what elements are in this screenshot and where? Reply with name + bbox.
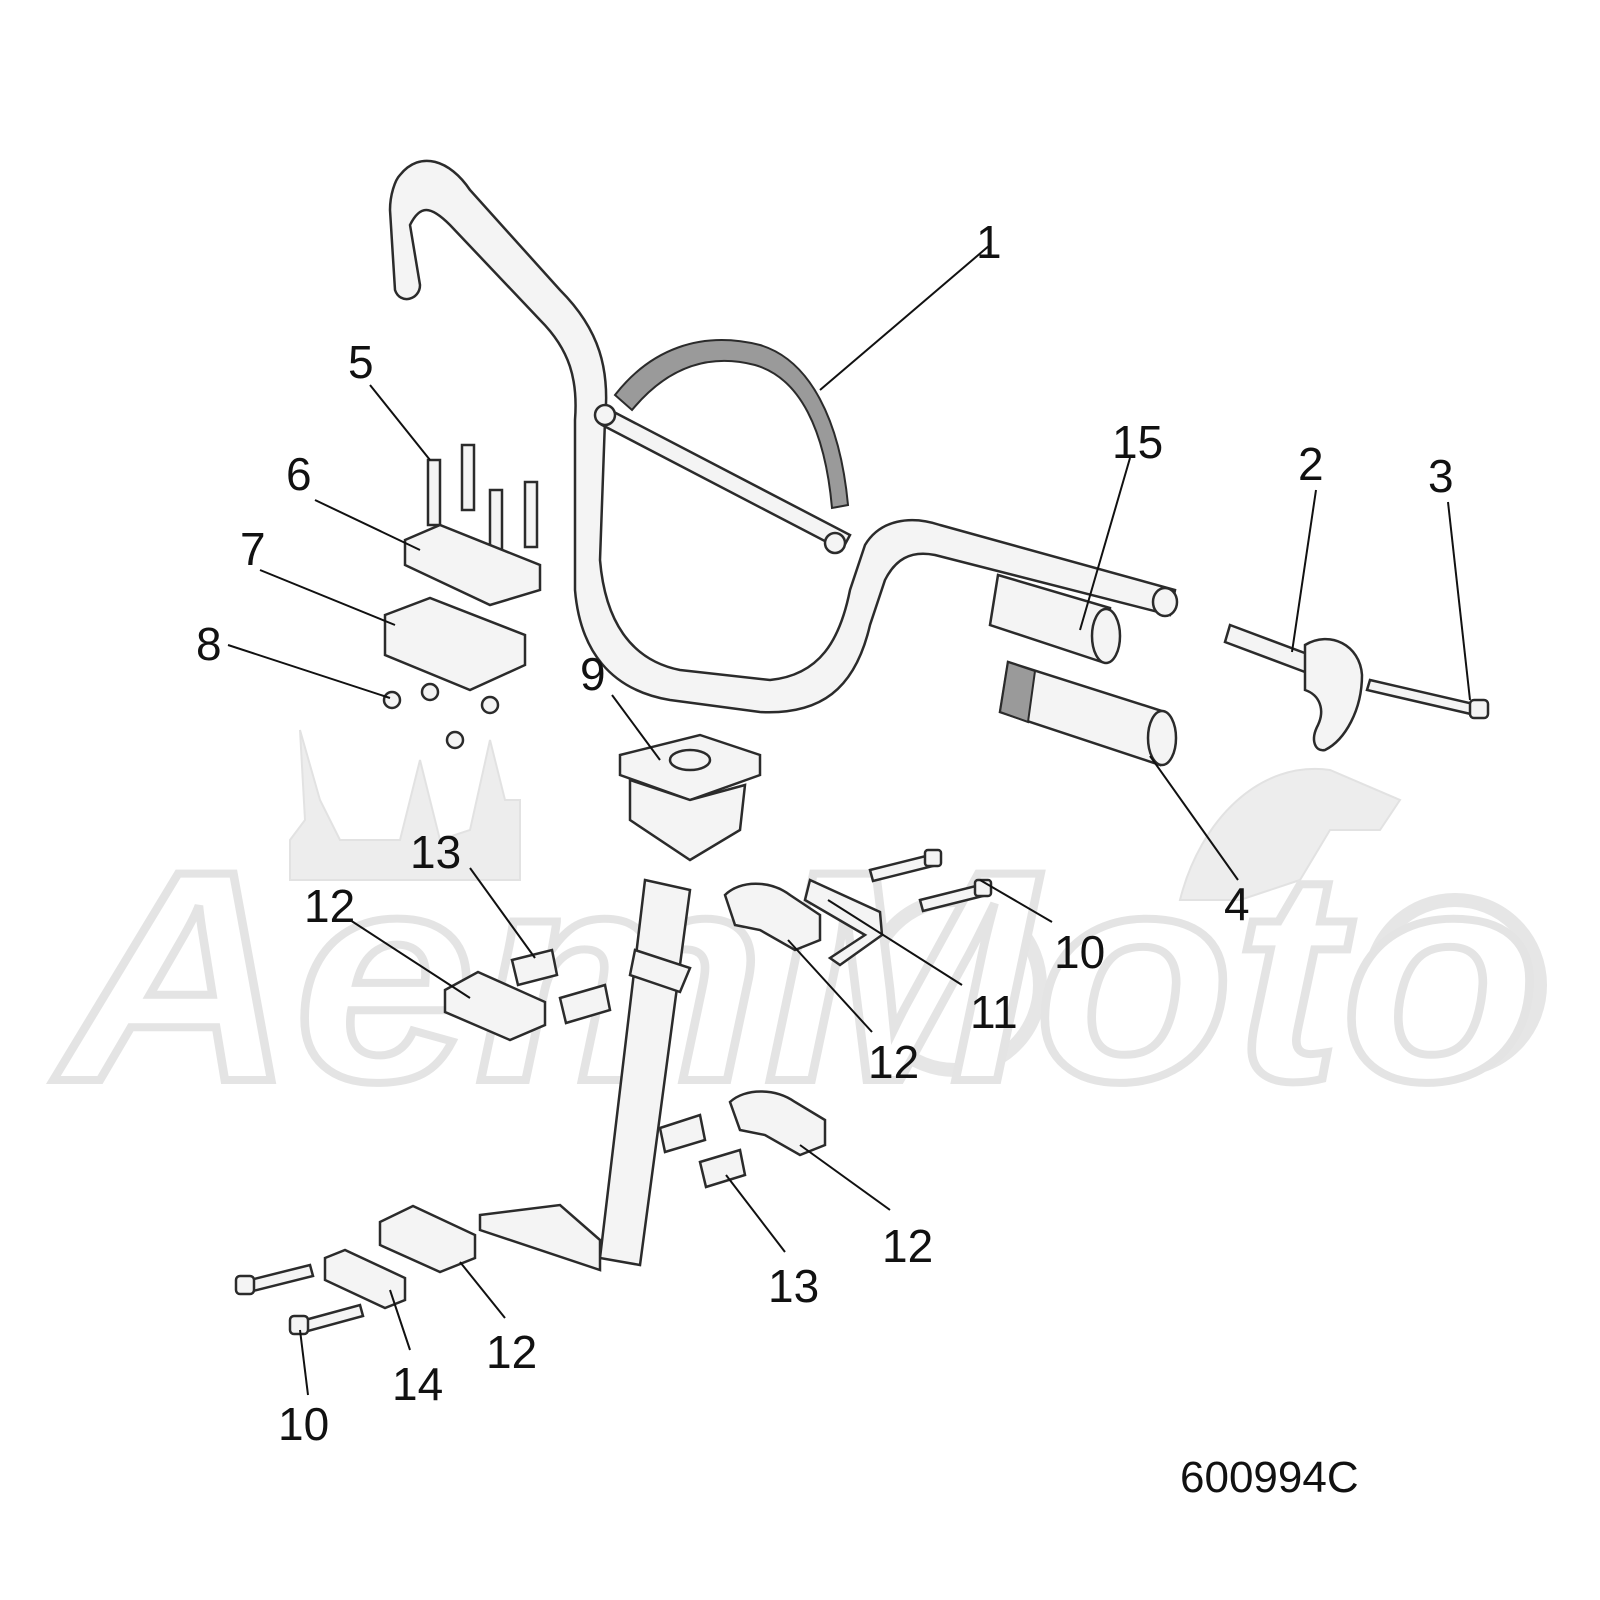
callout-8: 8: [196, 618, 222, 670]
callout-12b: 12: [868, 1036, 919, 1088]
throttle-lever-2: [1223, 623, 1364, 752]
callout-2: 2: [1298, 438, 1324, 490]
tube-15: [988, 573, 1122, 665]
callout-11: 11: [970, 986, 1018, 1038]
plate-14: [323, 1248, 407, 1310]
riser-clamps-12: [378, 882, 827, 1274]
steering-post-9: [478, 733, 762, 1272]
callout-13a: 13: [410, 826, 461, 878]
callout-10a: 10: [1054, 926, 1105, 978]
watermark-text: AemMoto: [50, 808, 1540, 1144]
callout-14: 14: [392, 1358, 443, 1410]
lower-clamp-7: [383, 596, 527, 692]
callout-6: 6: [286, 448, 312, 500]
upper-clamp-6: [403, 523, 542, 607]
callout-12a: 12: [304, 880, 355, 932]
callout-5: 5: [348, 336, 374, 388]
callout-1: 1: [976, 216, 1002, 268]
drawing-code: 600994C: [1180, 1453, 1359, 1502]
callout-12c: 12: [882, 1220, 933, 1272]
bracket-11: [803, 878, 884, 967]
leader-lines: [227, 244, 1471, 1396]
callout-13b: 13: [768, 1260, 819, 1312]
callouts: 1 2 3 4 5 6 7 8 9 10 10 11 12 12 12 12 1…: [196, 216, 1454, 1450]
callout-15: 15: [1112, 416, 1163, 468]
nuts-8: [382, 682, 500, 750]
bushings-13: [510, 948, 747, 1189]
grip-4: [998, 660, 1178, 767]
callout-7: 7: [240, 523, 266, 575]
handlebar: [388, 159, 1179, 714]
watermark-castle-silhouette: [289, 729, 521, 881]
callout-9: 9: [580, 648, 606, 700]
bolt-3: [1365, 678, 1490, 720]
callout-10b: 10: [278, 1398, 329, 1450]
watermark: AemMoto: [46, 729, 1547, 1148]
bolts-10: [234, 848, 993, 1336]
callout-12d: 12: [486, 1326, 537, 1378]
callout-3: 3: [1428, 450, 1454, 502]
callout-4: 4: [1224, 878, 1250, 930]
clamp-bolts-5: [426, 443, 539, 562]
